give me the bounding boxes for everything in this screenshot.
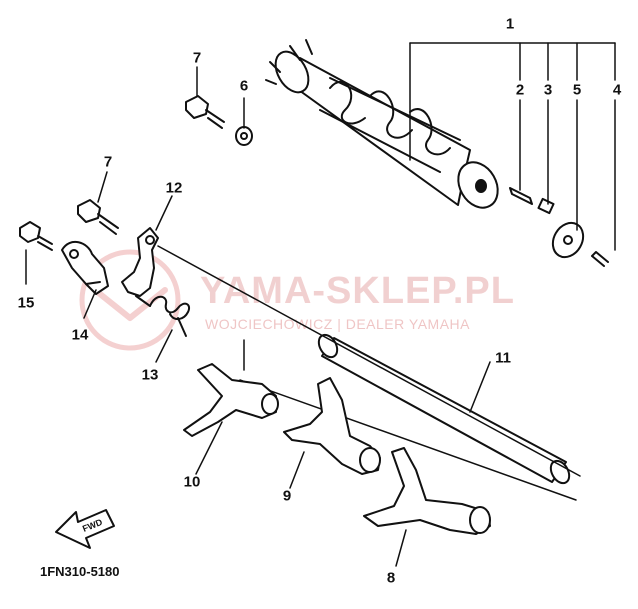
plate-part [61, 240, 109, 295]
callout-13: 13 [141, 366, 159, 384]
callout-9: 9 [282, 487, 292, 505]
callout-7-middle: 7 [103, 153, 113, 171]
callout-4: 4 [612, 81, 622, 99]
watermark-subtitle: WOJCIECHOWICZ | DEALER YAMAHA [205, 316, 470, 332]
shift-fork-8 [363, 447, 491, 535]
callout-leaders [25, 42, 616, 567]
shift-fork-10 [183, 363, 279, 437]
callout-8: 8 [386, 569, 396, 587]
callout-15: 15 [17, 294, 35, 312]
drum-small-parts [509, 187, 609, 267]
callout-7-upper: 7 [192, 49, 202, 67]
callout-1: 1 [505, 15, 515, 33]
callout-10: 10 [183, 473, 201, 491]
shift-drum [265, 39, 499, 209]
bolt-15 [19, 221, 53, 251]
stopper-lever [121, 227, 159, 297]
part-code: 1FN310-5180 [40, 564, 120, 579]
callout-3: 3 [543, 81, 553, 99]
callout-14: 14 [71, 326, 89, 344]
callout-6: 6 [239, 77, 249, 95]
watermark-title: YAMA-SKLEP.PL [200, 270, 515, 312]
washer [235, 126, 253, 146]
bolt-upper [185, 95, 225, 129]
bolt-middle [77, 199, 119, 235]
callout-12: 12 [165, 179, 183, 197]
callout-11: 11 [495, 349, 511, 367]
callout-2: 2 [515, 81, 525, 99]
callout-5: 5 [572, 81, 582, 99]
assembly-guide-lines [157, 245, 581, 501]
torsion-spring [135, 295, 190, 337]
shift-fork-9 [283, 377, 381, 475]
fwd-arrow: FWD [55, 509, 115, 549]
